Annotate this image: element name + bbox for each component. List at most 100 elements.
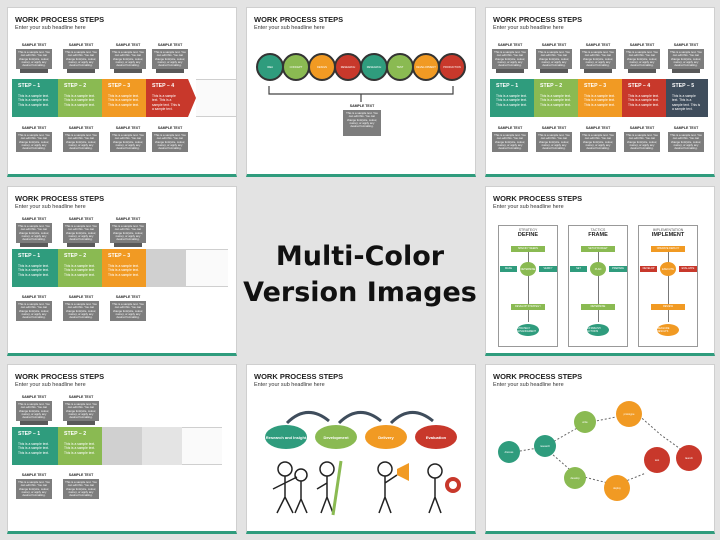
thumbnail-slide-8[interactable]: WORK PROCESS STEPS Enter your sub headli…: [485, 364, 715, 534]
prototype-icon: prototype: [616, 401, 642, 427]
circle-4: RESEARCH: [334, 53, 362, 81]
slide-title: WORK PROCESS STEPS: [493, 372, 583, 381]
thumbnail-slide-3[interactable]: WORK PROCESS STEPS Enter your sub headli…: [485, 7, 715, 177]
circle-1: IDEA: [256, 53, 284, 81]
slide-subtitle: Enter your sub headline here: [493, 382, 564, 388]
research-icon: research: [534, 435, 556, 457]
curved-arrows: [285, 411, 434, 425]
ellipse-development: Development: [315, 425, 357, 449]
circle-7: DEVELOPMENT: [412, 53, 440, 81]
circle-3: DESIGN: [308, 53, 336, 81]
slide-title: WORK PROCESS STEPS: [493, 15, 583, 24]
circle-6: TEST: [386, 53, 414, 81]
ellipse-research: Research and Insight: [265, 425, 307, 449]
stick-figures: [272, 460, 461, 516]
step-placeholder-2: [142, 427, 182, 465]
slide-subtitle: Enter your sub headline here: [15, 382, 86, 388]
test-icon: test: [644, 447, 670, 473]
thumbnail-slide-7[interactable]: WORK PROCESS STEPS Enter your sub headli…: [246, 364, 476, 534]
ellipse-delivery: Delivery: [365, 425, 407, 449]
slide-subtitle: Enter your sub headline here: [15, 25, 86, 31]
step-placeholder: [196, 79, 236, 117]
launch-icon: launch: [676, 445, 702, 471]
thumbnail-slide-2[interactable]: WORK PROCESS STEPS Enter your sub headli…: [246, 7, 476, 177]
icon-flow-lines: [507, 412, 687, 486]
thumbnail-slide-1[interactable]: WORK PROCESS STEPS Enter your sub headli…: [7, 7, 237, 177]
develop-icon: develop: [564, 467, 586, 489]
slide-subtitle: Enter your sub headline here: [254, 382, 325, 388]
slide-subtitle: Enter your sub headline here: [15, 204, 86, 210]
slide-title: WORK PROCESS STEPS: [15, 372, 105, 381]
slide-subtitle: Enter your sub headline here: [493, 204, 564, 210]
discuss-icon: discuss: [498, 441, 520, 463]
circle-8: PRODUCTION: [438, 53, 466, 81]
slide-title: WORK PROCESS STEPS: [254, 372, 344, 381]
ellipse-evaluation: Evaluation: [415, 425, 457, 449]
circle-5: RESEARCH: [360, 53, 388, 81]
slide-title: WORK PROCESS STEPS: [15, 15, 105, 24]
slide-subtitle: Enter your sub headline here: [493, 25, 564, 31]
thumbnail-slide-4[interactable]: WORK PROCESS STEPS Enter your sub headli…: [7, 186, 237, 356]
step-placeholder-1: [146, 249, 186, 287]
slide-subtitle: Enter your sub headline here: [254, 25, 325, 31]
slide-title: WORK PROCESS STEPS: [493, 194, 583, 203]
step-placeholder-1: [102, 427, 142, 465]
bracket-line: [268, 86, 454, 102]
thumbnail-slide-5[interactable]: WORK PROCESS STEPS Enter your sub headli…: [485, 186, 715, 356]
slide-title: WORK PROCESS STEPS: [15, 194, 105, 203]
thumbnail-slide-6[interactable]: WORK PROCESS STEPS Enter your sub headli…: [7, 364, 237, 534]
write-icon: write: [574, 411, 596, 433]
